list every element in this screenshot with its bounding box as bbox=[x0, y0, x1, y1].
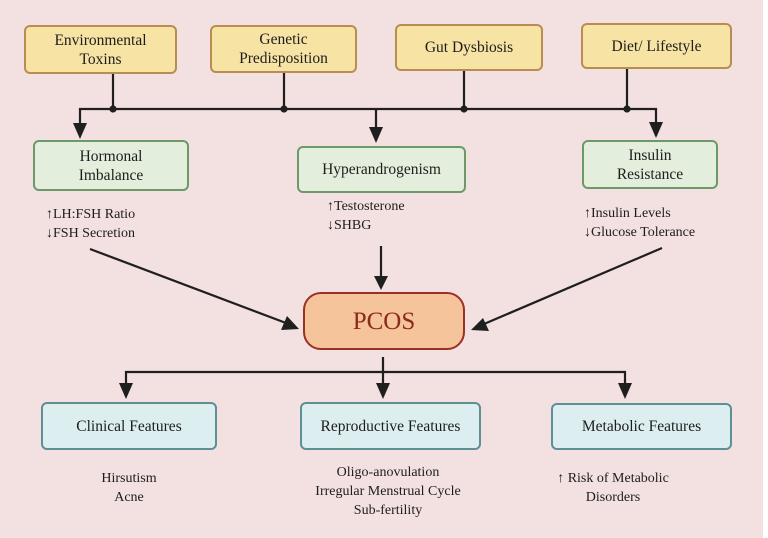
mechanism-label-line: Imbalance bbox=[78, 166, 144, 184]
note-line: ↓SHBG bbox=[327, 218, 372, 233]
note-line: Oligo-anovulation bbox=[336, 465, 440, 480]
arrow-insulin-to-pcos bbox=[483, 246, 663, 326]
note-line: Hirsutism bbox=[101, 471, 157, 486]
cause-diet-lifestyle: Diet/ Lifestyle bbox=[581, 23, 732, 69]
note-line: Disorders bbox=[585, 490, 641, 505]
note-line: ↓FSH Secretion bbox=[46, 226, 136, 241]
mechanism-label-line: Hyperandrogenism bbox=[322, 161, 441, 178]
feature-notes-clinical: Hirsutism Acne bbox=[79, 469, 179, 507]
mechanism-label-line: Insulin bbox=[628, 146, 672, 164]
bottom-bus-line bbox=[124, 370, 627, 386]
junction-dot bbox=[109, 105, 117, 113]
junction-dot bbox=[460, 105, 468, 113]
top-bus-line bbox=[78, 107, 658, 136]
note-line: ↑LH:FSH Ratio bbox=[46, 207, 136, 222]
mechanism-label-line: Hormonal bbox=[79, 147, 143, 165]
mechanism-notes-insulin: ↑Insulin Levels ↓Glucose Tolerance bbox=[584, 204, 695, 242]
cause-gut-dysbiosis: Gut Dysbiosis bbox=[395, 24, 543, 71]
arrowhead-hormonal-to-pcos bbox=[281, 316, 299, 330]
arrowhead-hyperandrogenism-to-pcos bbox=[374, 276, 388, 290]
junction-dot bbox=[280, 105, 288, 113]
note-line: ↑Insulin Levels bbox=[584, 206, 671, 221]
note-line: Acne bbox=[114, 490, 144, 505]
mechanism-label-line: Resistance bbox=[616, 165, 684, 183]
arrowhead-insulin-to-pcos bbox=[471, 318, 489, 331]
pcos-center-node: PCOS bbox=[303, 292, 465, 350]
cause-label-line: Genetic bbox=[259, 31, 308, 48]
note-line: ↑Testosterone bbox=[327, 199, 405, 214]
arrowhead-reproductive-features bbox=[376, 383, 390, 399]
note-line: Irregular Menstrual Cycle bbox=[315, 484, 461, 499]
feature-label: Clinical Features bbox=[76, 417, 182, 435]
feature-metabolic: Metabolic Features bbox=[551, 403, 732, 450]
feature-label: Metabolic Features bbox=[581, 418, 702, 435]
cause-label-line: Diet/ Lifestyle bbox=[611, 37, 702, 55]
mechanism-notes-hormonal: ↑LH:FSH Ratio ↓FSH Secretion bbox=[46, 205, 135, 243]
pcos-label: PCOS bbox=[352, 307, 416, 335]
arrow-hormonal-to-pcos bbox=[89, 247, 287, 325]
feature-notes-reproductive: Oligo-anovulation Irregular Menstrual Cy… bbox=[298, 463, 478, 520]
arrowhead-hormonal-imbalance bbox=[73, 123, 87, 139]
junction-dot bbox=[623, 105, 631, 113]
feature-notes-metabolic: ↑ Risk of Metabolic Disorders bbox=[548, 469, 678, 507]
cause-label-line: Gut Dysbiosis bbox=[424, 39, 514, 56]
feature-clinical: Clinical Features bbox=[41, 402, 217, 450]
note-line: Sub-fertility bbox=[353, 503, 423, 518]
mechanism-notes-hyperandrogenism: ↑Testosterone ↓SHBG bbox=[327, 197, 405, 235]
cause-label-line: Predisposition bbox=[239, 50, 328, 67]
arrowhead-insulin-resistance bbox=[649, 122, 663, 138]
feature-label: Reproductive Features bbox=[320, 417, 461, 435]
mechanism-hyperandrogenism: Hyperandrogenism bbox=[297, 146, 466, 193]
arrowhead-clinical-features bbox=[119, 383, 133, 399]
cause-label-line: Toxins bbox=[79, 50, 122, 68]
feature-reproductive: Reproductive Features bbox=[300, 402, 481, 450]
note-line: ↓Glucose Tolerance bbox=[584, 225, 696, 240]
arrowhead-hyperandrogenism bbox=[369, 127, 383, 143]
note-line: ↑ Risk of Metabolic bbox=[557, 471, 669, 486]
arrowhead-metabolic-features bbox=[618, 383, 632, 399]
cause-label-line: Environmental bbox=[54, 31, 147, 49]
